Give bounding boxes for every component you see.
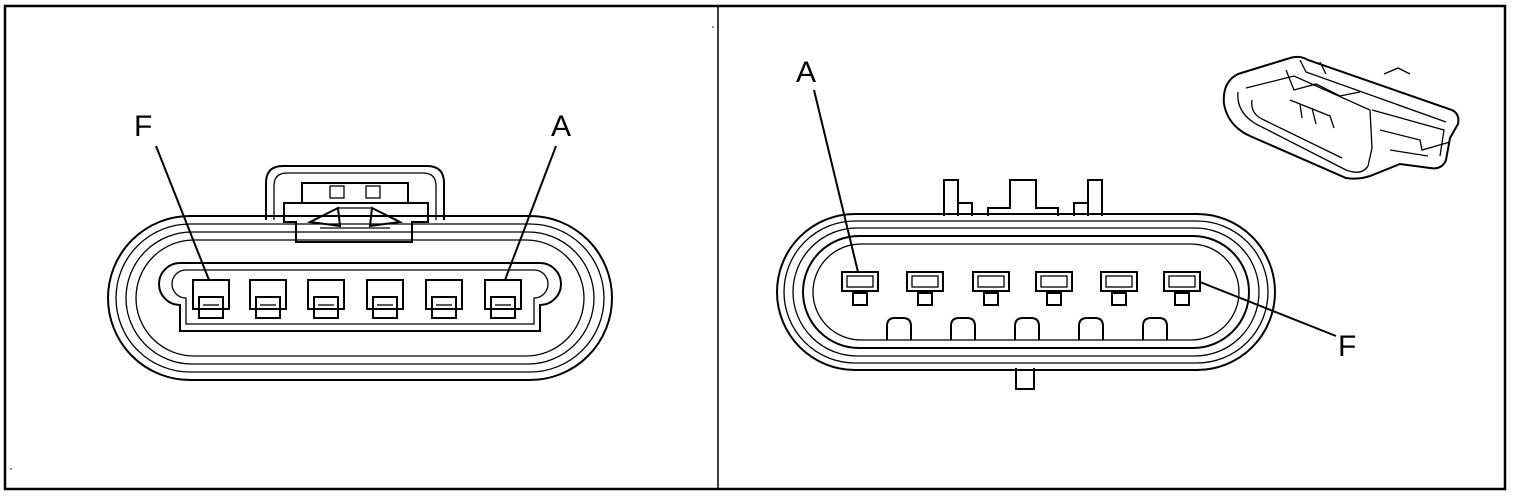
pin-label-f-left: F xyxy=(134,110,152,143)
leader-line-a-left xyxy=(504,145,557,281)
terminal-e xyxy=(249,279,287,319)
female-terminal-row xyxy=(192,279,522,319)
keying-bump-row xyxy=(886,317,1168,340)
pin-label-a-left: A xyxy=(551,110,571,143)
terminal-d xyxy=(307,279,345,319)
terminal-c xyxy=(366,279,404,319)
pin-e xyxy=(1100,271,1138,306)
pin-label-f-right: F xyxy=(1338,330,1356,363)
pin-f xyxy=(1163,271,1201,306)
speck-mark xyxy=(10,468,12,470)
male-pin-row xyxy=(841,271,1201,306)
terminal-b xyxy=(425,279,463,319)
leader-line-f-right xyxy=(1199,281,1337,337)
speck-mark xyxy=(712,26,714,28)
right-connector-view: A F xyxy=(776,55,1460,390)
pin-d xyxy=(1035,271,1073,306)
terminal-f xyxy=(192,279,230,319)
connector-isometric-inset xyxy=(1222,55,1460,180)
leader-line-a-right xyxy=(813,89,859,273)
left-connector-view: F A xyxy=(107,110,613,381)
pin-c xyxy=(972,271,1010,306)
pin-label-a-right: A xyxy=(796,56,816,89)
terminal-a xyxy=(484,279,522,319)
pin-b xyxy=(906,271,944,306)
diagram-frame xyxy=(3,4,1507,491)
pin-a xyxy=(841,271,879,306)
leader-line-f-left xyxy=(155,145,210,281)
